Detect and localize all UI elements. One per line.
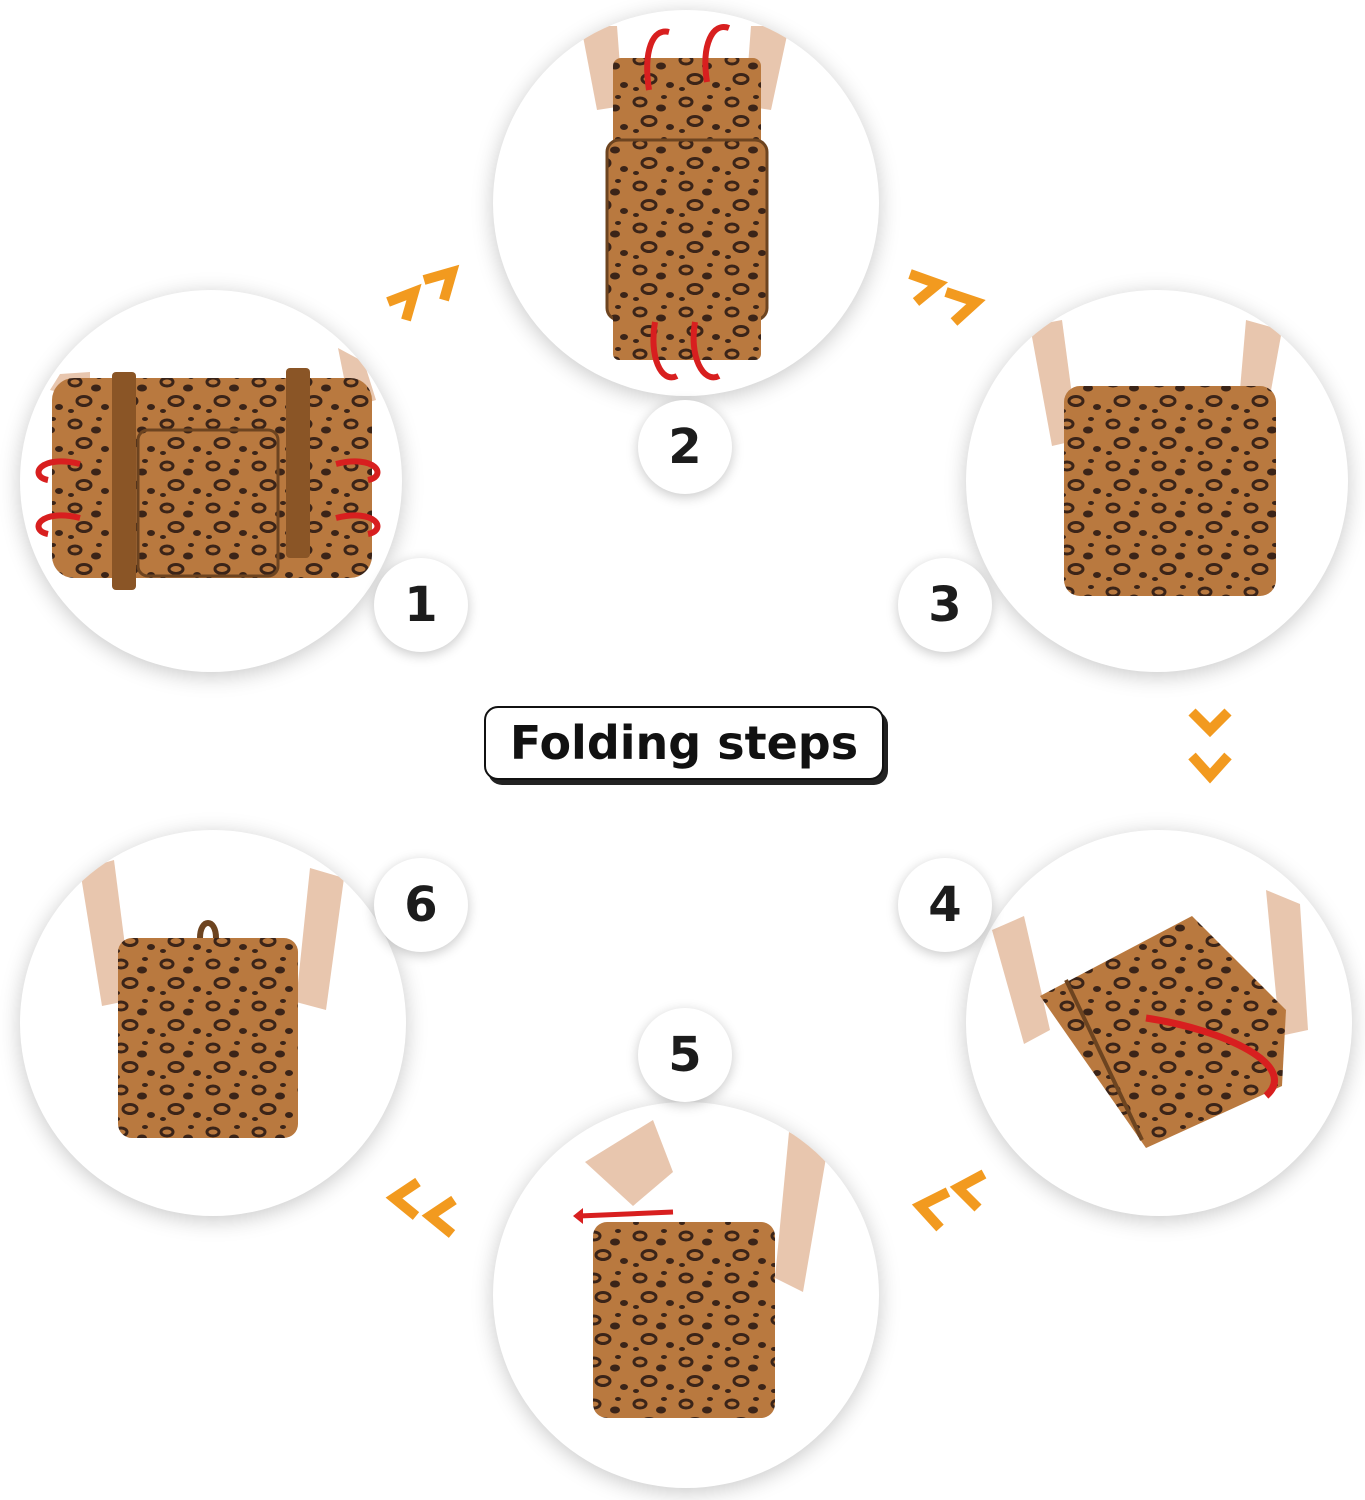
step-2-photo	[493, 10, 879, 396]
step-number-label: 6	[404, 877, 438, 933]
step-number-label: 3	[928, 577, 962, 633]
step-5-photo	[493, 1102, 879, 1488]
step-number-2: 2	[638, 400, 732, 494]
chevron-left-icon	[911, 1169, 987, 1232]
step-number-3: 3	[898, 558, 992, 652]
step-4-photo	[966, 830, 1352, 1216]
chevron-right-icon	[908, 269, 986, 326]
step-number-4: 4	[898, 858, 992, 952]
page-title: Folding steps	[484, 706, 884, 780]
chevron-down-icon	[1188, 708, 1232, 784]
step-1-photo	[20, 290, 402, 672]
step-6-photo	[20, 830, 406, 1216]
chevron-up-right-icon	[386, 264, 460, 322]
step-number-label: 4	[928, 877, 962, 933]
step-number-6: 6	[374, 858, 468, 952]
step-number-1: 1	[374, 558, 468, 652]
step-number-label: 5	[668, 1027, 702, 1083]
step-number-label: 2	[668, 419, 702, 475]
chevron-left-icon	[385, 1177, 457, 1238]
step-number-label: 1	[404, 577, 438, 633]
step-3-photo	[966, 290, 1348, 672]
step-number-5: 5	[638, 1008, 732, 1102]
